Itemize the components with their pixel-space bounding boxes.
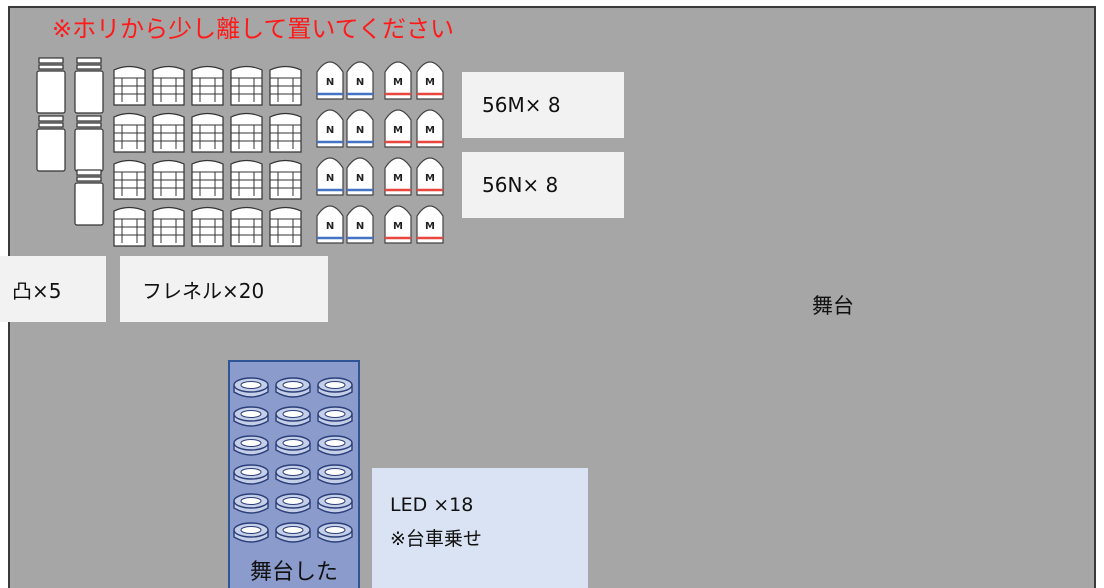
svg-text:N: N (326, 173, 334, 184)
fresnel-light-icon (152, 206, 185, 247)
par56n-light-icon: N (346, 61, 374, 100)
par56n-light-icon: N (346, 109, 374, 148)
led-light-icon (275, 406, 311, 427)
led-light-icon (275, 493, 311, 514)
fresnel-light-icon (269, 206, 302, 247)
convex-light-icon (36, 57, 66, 114)
svg-text:N: N (356, 173, 364, 184)
svg-text:M: M (393, 221, 403, 232)
label-56n: 56N× 8 (462, 152, 624, 218)
led-cart-note: ※台車乗せ (390, 528, 482, 550)
svg-text:M: M (425, 173, 435, 184)
convex-light-icon (74, 57, 104, 114)
led-light-icon (275, 464, 311, 485)
fresnel-light-icon (191, 159, 224, 200)
par56n-light-icon: N (316, 205, 344, 244)
led-light-icon (275, 522, 311, 543)
svg-text:N: N (356, 77, 364, 88)
led-light-icon (233, 522, 269, 543)
svg-text:N: N (326, 77, 334, 88)
led-label-box: LED ×18 ※台車乗せ (372, 468, 588, 588)
fresnel-light-icon (230, 65, 263, 106)
led-light-icon (233, 435, 269, 456)
led-light-icon (233, 493, 269, 514)
led-cart: 舞台した (228, 360, 360, 588)
par56m-light-icon: M (416, 157, 444, 196)
label-56m: 56M× 8 (462, 72, 624, 138)
label-fresnel: フレネル×20 (120, 256, 328, 322)
led-light-icon (233, 377, 269, 398)
fresnel-light-icon (191, 206, 224, 247)
par56m-light-icon: M (384, 61, 412, 100)
fresnel-light-icon (269, 65, 302, 106)
led-light-icon (317, 493, 353, 514)
par56n-light-icon: N (346, 157, 374, 196)
svg-text:M: M (393, 77, 403, 88)
led-light-icon (317, 435, 353, 456)
svg-text:N: N (326, 125, 334, 136)
par56m-light-icon: M (416, 205, 444, 244)
fresnel-light-icon (113, 65, 146, 106)
par56m-light-icon: M (416, 109, 444, 148)
fresnel-light-icon (152, 159, 185, 200)
fresnel-light-icon (113, 206, 146, 247)
svg-text:M: M (425, 221, 435, 232)
fresnel-light-icon (230, 206, 263, 247)
par56n-light-icon: N (316, 109, 344, 148)
led-count-label: LED ×18 (390, 494, 474, 516)
par56m-light-icon: M (416, 61, 444, 100)
fresnel-light-icon (191, 112, 224, 153)
led-light-icon (317, 377, 353, 398)
par56m-light-icon: M (384, 109, 412, 148)
fresnel-light-icon (152, 112, 185, 153)
fresnel-light-icon (113, 112, 146, 153)
stage-label: 舞台 (812, 294, 854, 318)
led-light-icon (233, 406, 269, 427)
warning-note: ※ホリから少し離して置いてください (52, 15, 454, 43)
fresnel-light-icon (230, 112, 263, 153)
svg-text:M: M (393, 125, 403, 136)
svg-text:M: M (393, 173, 403, 184)
convex-light-icon (74, 169, 104, 226)
svg-text:M: M (425, 125, 435, 136)
led-light-icon (317, 522, 353, 543)
svg-text:N: N (326, 221, 334, 232)
fresnel-light-icon (191, 65, 224, 106)
par56n-light-icon: N (316, 61, 344, 100)
svg-text:N: N (356, 125, 364, 136)
fresnel-light-icon (230, 159, 263, 200)
led-light-icon (275, 377, 311, 398)
led-light-icon (275, 435, 311, 456)
label-convex: 凸×5 (0, 256, 106, 322)
fresnel-light-icon (113, 159, 146, 200)
convex-light-icon (74, 115, 104, 172)
svg-text:M: M (425, 77, 435, 88)
par56n-light-icon: N (316, 157, 344, 196)
fresnel-light-icon (152, 65, 185, 106)
par56m-light-icon: M (384, 205, 412, 244)
led-light-icon (233, 464, 269, 485)
svg-text:N: N (356, 221, 364, 232)
fresnel-light-icon (269, 159, 302, 200)
convex-light-icon (36, 115, 66, 172)
fresnel-light-icon (269, 112, 302, 153)
par56n-light-icon: N (346, 205, 374, 244)
rack-label: 舞台した (249, 560, 338, 585)
led-light-icon (317, 464, 353, 485)
par56m-light-icon: M (384, 157, 412, 196)
led-light-icon (317, 406, 353, 427)
